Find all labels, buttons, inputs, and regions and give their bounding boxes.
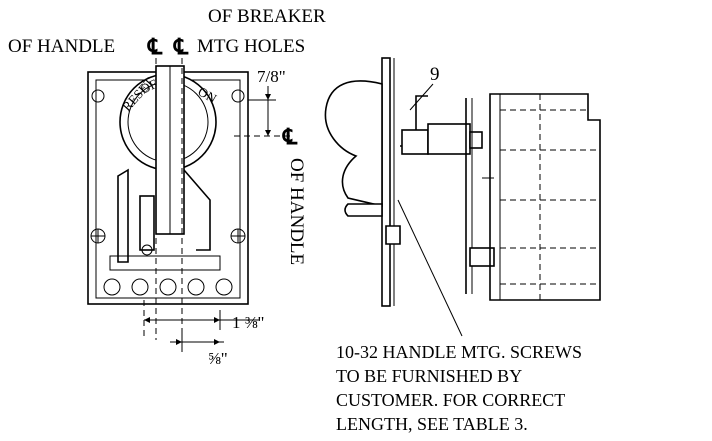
note-leader-line [397, 199, 463, 337]
of-handle-vertical-label: OF HANDLE [286, 158, 307, 265]
terminal-hole [215, 278, 233, 296]
note-line-2: TO BE FURNISHED BY [336, 366, 522, 386]
dim-five-eighths: ⅝" [170, 332, 228, 368]
corner-screw-icon [91, 89, 105, 103]
terminal-hole [187, 278, 205, 296]
terminal-hole [131, 278, 149, 296]
terminal-hole [159, 278, 177, 296]
note-line-3: CUSTOMER. FOR CORRECT [336, 390, 565, 410]
screw-note: 10-32 HANDLE MTG. SCREWS TO BE FURNISHED… [336, 342, 582, 434]
of-handle-label: OF HANDLE [8, 36, 115, 57]
dim-seven-eighths: 7/8" [248, 67, 286, 136]
dim-seven-eighths-text: 7/8" [257, 67, 286, 86]
centerline-handle-side-symbol: ℄ [282, 124, 298, 149]
corner-screw-icon [231, 89, 245, 103]
panel-door [381, 57, 391, 307]
dim-one-three-eighths: 1 ⅜" [144, 310, 264, 332]
handle-profile [324, 80, 383, 208]
handle-shaft-coupler [427, 123, 471, 155]
centerline-breaker-symbol: ℄ [173, 34, 189, 59]
breaker-side-body [489, 93, 601, 301]
side-view: 9 [324, 57, 601, 307]
mtg-holes-label: MTG HOLES [197, 36, 305, 57]
linkage-arm [183, 169, 211, 251]
handle-foot [344, 203, 383, 217]
dim-five-eighths-text: ⅝" [208, 349, 228, 368]
trip-lever [139, 195, 155, 251]
terminal-hole [103, 278, 121, 296]
dim-one-three-eighths-text: 1 ⅜" [232, 313, 264, 332]
mechanism-link [117, 168, 129, 263]
note-line-4: LENGTH, SEE TABLE 3. [336, 414, 528, 434]
of-breaker-label: OF BREAKER [208, 6, 326, 27]
callout-nine: 9 [430, 64, 440, 85]
note-line-1: 10-32 HANDLE MTG. SCREWS [336, 342, 582, 362]
centerline-handle-symbol: ℄ [147, 34, 163, 59]
